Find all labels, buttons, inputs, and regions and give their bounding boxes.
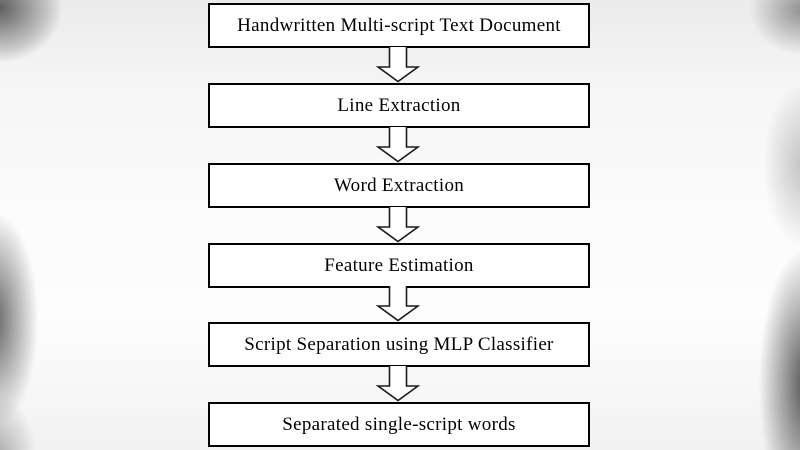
down-arrow-icon	[376, 286, 420, 322]
down-arrow-icon	[376, 127, 420, 163]
flow-step-label: Line Extraction	[337, 95, 461, 116]
flow-step-word-extraction: Word Extraction	[208, 163, 590, 208]
flow-step-script-separation: Script Separation using MLP Classifier	[208, 322, 590, 367]
flow-step-label: Script Separation using MLP Classifier	[244, 334, 554, 355]
flow-step-label: Separated single-script words	[282, 414, 516, 435]
flow-step-feature-estimation: Feature Estimation	[208, 243, 590, 288]
flow-step-label: Word Extraction	[333, 175, 465, 196]
down-arrow-icon	[376, 47, 420, 83]
flow-step-output-words: Separated single-script words	[208, 402, 590, 447]
down-arrow-icon	[376, 366, 420, 402]
flow-step-label: Handwritten Multi-script Text Document	[237, 15, 561, 36]
flow-step-input-document: Handwritten Multi-script Text Document	[208, 3, 590, 48]
down-arrow-icon	[376, 207, 420, 243]
flow-step-label: Feature Estimation	[324, 255, 474, 276]
flow-step-line-extraction: Line Extraction	[208, 83, 590, 128]
